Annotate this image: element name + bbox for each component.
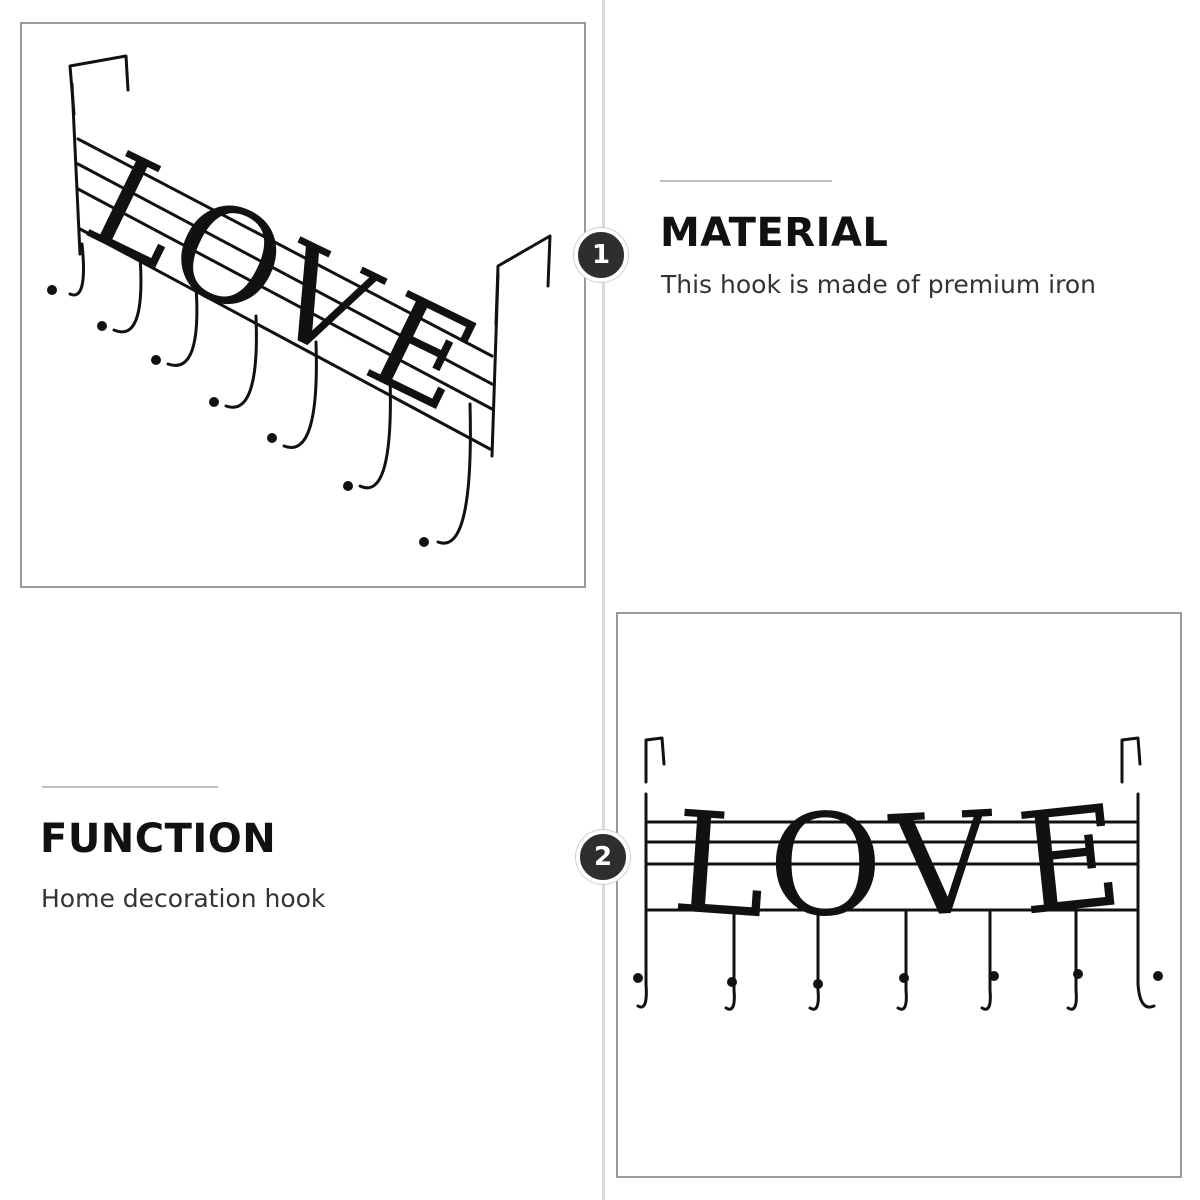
door-bracket-left: [644, 736, 666, 784]
section-rule-material: [660, 180, 832, 182]
door-bracket-left: [68, 54, 130, 116]
material-description: This hook is made of premium iron: [661, 270, 1096, 299]
function-heading: FUNCTION: [40, 816, 277, 862]
product-image-angled: L O V E: [20, 22, 586, 588]
hanger-illustration-angled: L O V E: [47, 54, 552, 547]
step-badge-1: 1: [574, 228, 628, 282]
love-letter-v: V: [885, 782, 999, 950]
hanger-illustration-front: L O V E: [633, 736, 1163, 1011]
door-bracket-right: [1120, 736, 1142, 784]
section-rule-function: [42, 786, 218, 788]
product-image-front: L O V E: [616, 612, 1182, 1178]
function-description: Home decoration hook: [41, 884, 326, 913]
step-badge-2: 2: [576, 830, 630, 884]
love-letter-e: E: [1011, 775, 1130, 948]
love-letter-o: O: [768, 785, 883, 948]
material-heading: MATERIAL: [660, 210, 889, 256]
door-bracket-right: [494, 234, 552, 326]
vertical-divider: [602, 0, 605, 1200]
love-letter-l: L: [668, 781, 772, 950]
